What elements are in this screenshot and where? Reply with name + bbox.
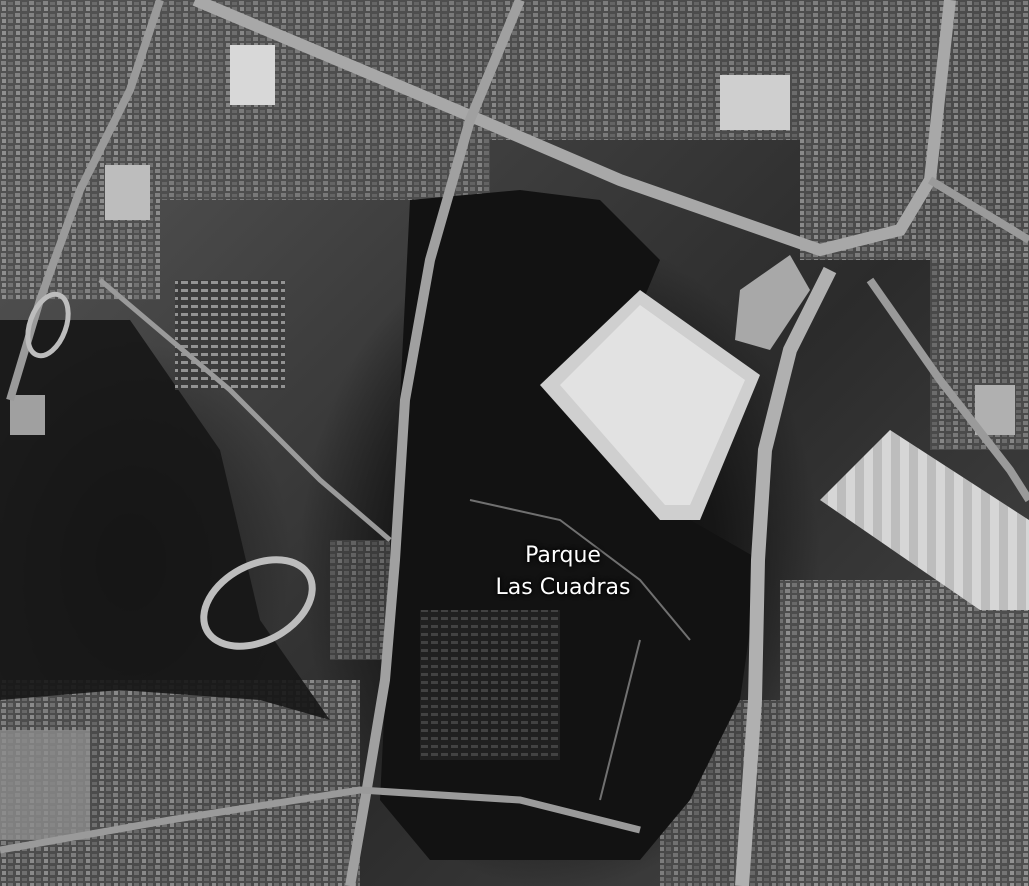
buildings	[0, 45, 1029, 840]
race-tracks	[25, 291, 316, 650]
park-vegetation	[0, 190, 760, 860]
park-label: Parque Las Cuadras	[478, 540, 648, 604]
park-label-line2: Las Cuadras	[495, 575, 631, 600]
park-label-line1: Parque	[525, 543, 601, 568]
